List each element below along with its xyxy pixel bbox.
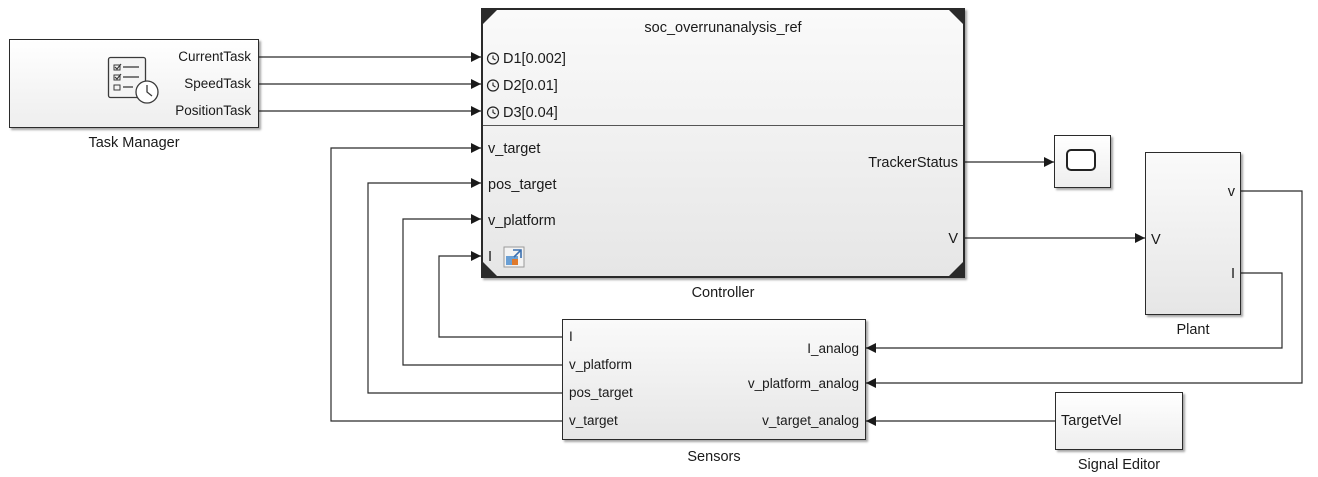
controller-label: Controller: [691, 285, 755, 301]
sensors-output-i: I: [569, 329, 573, 344]
task-manager-label: Task Manager: [88, 135, 180, 151]
event-port-d1-label: D1[0.002]: [503, 51, 566, 67]
event-port-d1: D1[0.002]: [486, 51, 566, 67]
plant-label: Plant: [1176, 322, 1210, 338]
clock-icon: [486, 51, 500, 65]
plant-input-v: V: [1151, 232, 1161, 248]
line-postarget-feedback[interactable]: [367, 178, 562, 394]
input-v-platform: v_platform: [488, 213, 556, 229]
signal-editor-output: TargetVel: [1061, 413, 1122, 429]
controller-block[interactable]: soc_overrunanalysis_ref D1[0.002] D2[0.0…: [481, 8, 965, 278]
signal-editor-block[interactable]: TargetVel: [1055, 392, 1183, 450]
sensors-label: Sensors: [687, 449, 741, 465]
port-position-task: PositionTask: [175, 103, 251, 118]
clock-icon: [486, 105, 500, 119]
clock-icon: [486, 78, 500, 92]
sensors-input-v-platform-analog: v_platform_analog: [747, 376, 859, 391]
port-speed-task: SpeedTask: [184, 76, 251, 91]
line-plant-v-sensors[interactable]: [866, 190, 1303, 388]
event-port-d2-label: D2[0.01]: [503, 78, 558, 94]
sensors-block[interactable]: I v_platform pos_target v_target I_analo…: [562, 319, 866, 440]
line-vplatform-feedback[interactable]: [402, 214, 562, 366]
signal-editor-label: Signal Editor: [1077, 457, 1161, 473]
sensors-output-pos-target: pos_target: [569, 385, 633, 400]
input-pos-target: pos_target: [488, 177, 557, 193]
task-manager-block[interactable]: CurrentTask SpeedTask PositionTask: [9, 39, 259, 128]
event-port-d3-label: D3[0.04]: [503, 105, 558, 121]
event-port-d3: D3[0.04]: [486, 105, 558, 121]
scope-icon: [1066, 149, 1096, 171]
output-tracker-status: TrackerStatus: [868, 155, 958, 171]
line-plant-i-sensors[interactable]: [866, 272, 1283, 353]
event-port-d2: D2[0.01]: [486, 78, 558, 94]
model-reference-icon: [503, 246, 525, 268]
controller-divider: [483, 125, 963, 126]
sensors-output-v-platform: v_platform: [569, 357, 633, 372]
line-vtarget-feedback[interactable]: [330, 143, 562, 422]
sensors-output-v-target: v_target: [569, 413, 618, 428]
sensors-input-i-analog: I_analog: [807, 341, 859, 356]
scope-block[interactable]: [1054, 135, 1111, 188]
port-current-task: CurrentTask: [178, 49, 251, 64]
line-i-feedback[interactable]: [438, 251, 562, 338]
sensors-input-v-target-analog: v_target_analog: [762, 413, 859, 428]
task-list-clock-icon: [107, 56, 159, 104]
plant-block[interactable]: V v I: [1145, 152, 1241, 315]
corner-marks: [483, 10, 963, 276]
model-ref-name: soc_overrunanalysis_ref: [644, 20, 802, 36]
input-i: I: [488, 249, 493, 265]
output-v: V: [948, 231, 958, 247]
plant-output-i: I: [1230, 266, 1235, 282]
plant-output-v: v: [1227, 184, 1235, 200]
input-v-target: v_target: [488, 141, 541, 157]
